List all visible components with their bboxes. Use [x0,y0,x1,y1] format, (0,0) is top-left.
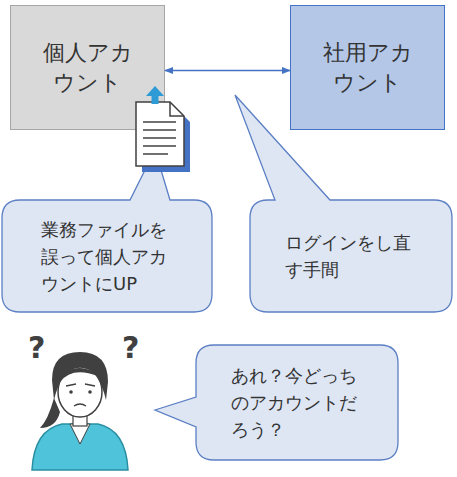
node-text: あれ？今どっちのアカウントだろう？ [231,362,363,443]
node-text: 業務ファイルを誤って個人アカウントにUP [41,216,173,297]
speech-bubble: ログインをし直す手間 [250,200,452,312]
bubble-outline [250,200,452,312]
node-text: 個人アカウント [38,38,138,98]
speech-bubble: 業務ファイルを誤って個人アカウントにUP [2,200,212,312]
question-mark: ? [122,330,139,365]
person-illustration [32,352,128,470]
speech-bubble: あれ？今どっちのアカウントだろう？ [196,345,398,460]
node-text: ログインをし直す手間 [285,229,417,283]
node-text: 社用アカウント [318,38,418,98]
double-arrow [165,70,290,71]
question-mark: ? [28,330,45,365]
account-box: 個人アカウント [10,5,165,130]
account-box: 社用アカウント [290,5,445,130]
